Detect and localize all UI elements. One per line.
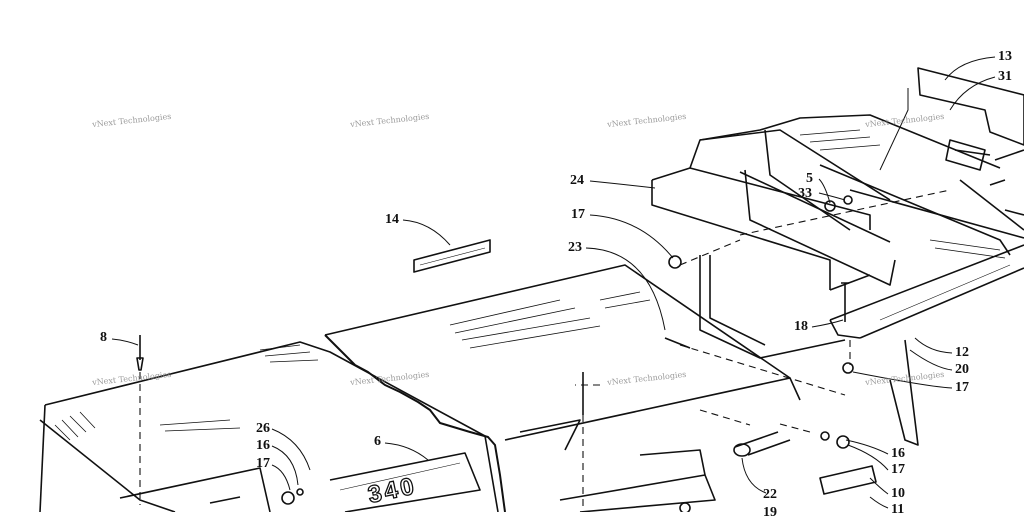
callout-16: 16 — [256, 438, 270, 453]
lower-frame-rail — [559, 449, 716, 512]
callout-14: 14 — [385, 212, 399, 227]
reflector-10 — [819, 465, 877, 495]
leader-lines — [111, 56, 996, 509]
assembly-lines — [139, 189, 951, 512]
callout-24: 24 — [570, 173, 584, 188]
callout-5: 5 — [806, 171, 813, 186]
torn-edge — [324, 334, 506, 512]
callout-17: 17 — [571, 207, 585, 222]
decal-panel — [329, 452, 481, 512]
callout-26: 26 — [256, 421, 270, 436]
callout-19: 19 — [763, 505, 777, 520]
callout-6: 6 — [374, 434, 381, 449]
spacer-tube-22 — [733, 431, 791, 457]
rear-bumper — [829, 209, 1024, 446]
reflector-14 — [413, 239, 491, 273]
callout-33: 33 — [798, 186, 812, 201]
callout-11: 11 — [891, 502, 905, 517]
rivet-8 — [136, 335, 144, 371]
callout-22: 22 — [763, 487, 777, 502]
rear-rack-frame — [651, 114, 1024, 359]
fasteners — [281, 149, 1024, 512]
callout-20: 20 — [955, 362, 969, 377]
callout-17: 17 — [891, 462, 905, 477]
callout-12: 12 — [955, 345, 969, 360]
callout-8: 8 — [100, 330, 107, 345]
callout-18: 18 — [794, 319, 808, 334]
callout-13: 13 — [998, 49, 1012, 64]
decal-text: 340 — [366, 472, 420, 509]
callout-23: 23 — [568, 240, 582, 255]
tunnel-top — [324, 264, 801, 451]
snow-flap — [917, 67, 1024, 171]
callout-17: 17 — [256, 456, 270, 471]
callout-10: 10 — [891, 486, 905, 501]
callout-31: 31 — [998, 69, 1012, 84]
callout-17: 17 — [955, 380, 969, 395]
callout-16: 16 — [891, 446, 905, 461]
left-body-panel — [39, 341, 499, 512]
